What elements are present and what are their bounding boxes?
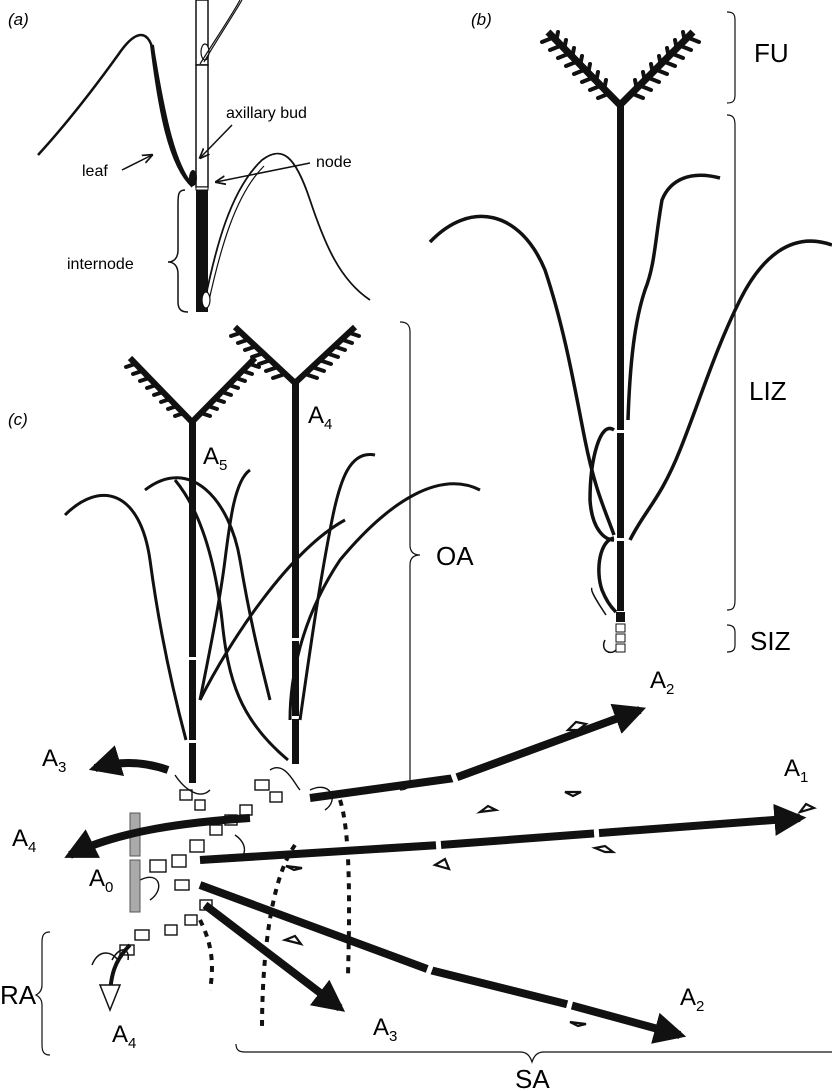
sa-bracket [236, 1044, 832, 1062]
fu-bracket [727, 12, 735, 103]
node-annotation: node [316, 154, 352, 171]
internode-annotation: internode [67, 256, 134, 273]
siz-label: SIZ [750, 626, 791, 656]
leaves-c [65, 454, 480, 760]
panel-c: (c) A5 A [0, 322, 832, 1091]
panel-c-label: (c) [8, 410, 28, 429]
a3-lower-label: A3 [373, 1014, 397, 1045]
siz-bracket [727, 625, 735, 652]
a2-lower-label: A2 [680, 984, 704, 1015]
oa-bracket [400, 322, 420, 790]
a4-left-arrow [70, 818, 250, 855]
panel-b: (b) FU LIZ SIZ [430, 10, 832, 656]
a1-label: A1 [784, 755, 808, 786]
a3-lower-arrow [205, 905, 340, 1008]
leaf-annotation: leaf [82, 163, 108, 180]
a1-arrow [200, 818, 800, 860]
a5-label: A5 [203, 443, 227, 474]
shoot-a4-upright [231, 327, 359, 764]
fu-label: FU [754, 38, 789, 68]
leaves-b [430, 175, 832, 652]
liz-bracket [727, 115, 735, 610]
shoot-a5 [126, 358, 259, 783]
sa-label: SA [515, 1064, 550, 1091]
leaf-arrow [122, 155, 152, 170]
a4-root-head [100, 985, 120, 1010]
a2-upper-arrow [310, 710, 640, 798]
liz-label: LIZ [749, 376, 787, 406]
axillary-bud-icon [189, 170, 197, 186]
a4-root-label: A4 [112, 1021, 136, 1052]
a2-upper-label: A2 [650, 667, 674, 698]
axillary-bud-annotation: axillary bud [226, 105, 307, 122]
stem-b-upper [617, 105, 624, 430]
panel-a: (a) leaf axillary bud node internode [8, 0, 370, 312]
side-buds [285, 722, 814, 1026]
panel-a-label: (a) [8, 10, 29, 29]
node-arrow [216, 163, 310, 182]
stem-upper [196, 0, 242, 187]
leaf-a [38, 35, 192, 185]
inflorescence-b [542, 32, 699, 105]
ra-bracket [36, 932, 50, 1055]
a3-left-label: A3 [42, 745, 66, 776]
oa-label: OA [436, 541, 474, 571]
internode-brace [168, 190, 188, 312]
marker-lower [130, 860, 140, 912]
stem-b-middle [617, 433, 624, 538]
a4-upright-label: A4 [308, 402, 332, 433]
panel-b-label: (b) [471, 10, 492, 29]
a3-left-arrow [95, 763, 168, 770]
a0-label: A0 [89, 865, 113, 896]
a4-left-label: A4 [12, 825, 36, 856]
stem-b-lower [617, 541, 624, 611]
ra-label: RA [0, 980, 37, 1010]
